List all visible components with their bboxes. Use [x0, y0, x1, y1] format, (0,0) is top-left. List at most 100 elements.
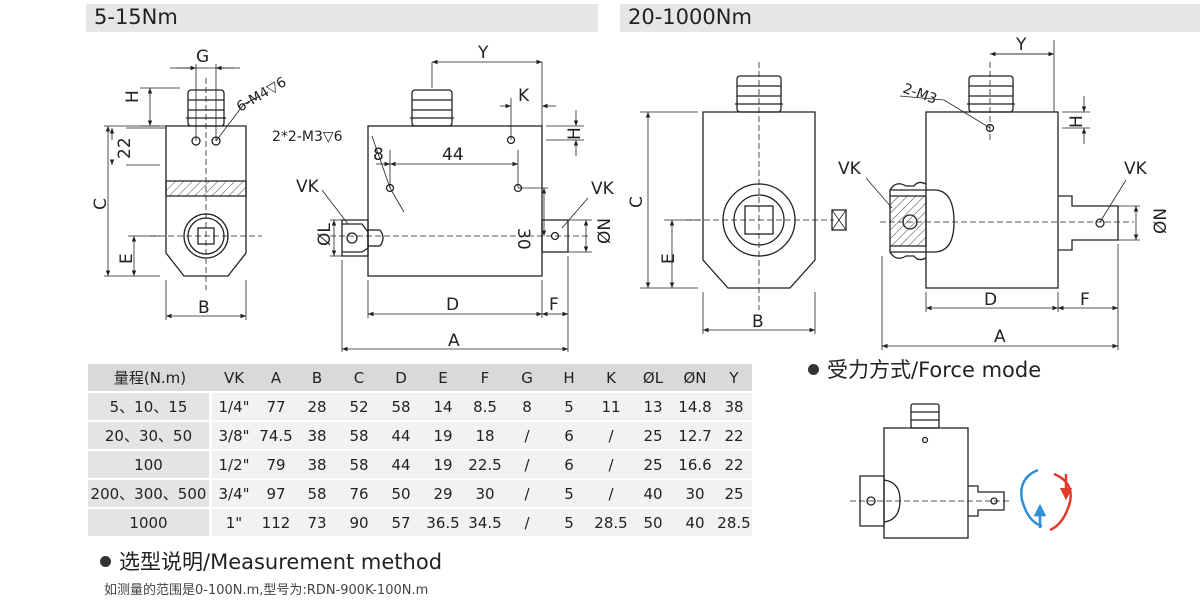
table-cell: / — [506, 422, 548, 451]
table-cell-range: 5、10、15 — [88, 393, 212, 422]
table-cell: / — [590, 422, 632, 451]
label-F-large: F — [1080, 290, 1090, 310]
table-cell: 38 — [716, 393, 752, 422]
table-cell: 22.5 — [464, 451, 506, 480]
label-F-small: F — [549, 295, 559, 315]
label-A-large: A — [994, 327, 1006, 347]
table-cell-range: 200、300、500 — [88, 480, 212, 509]
table-cell: / — [506, 480, 548, 509]
table-cell: 5 — [548, 393, 590, 422]
table-cell: 74.5 — [256, 422, 296, 451]
measurement-title: 选型说明/Measurement method — [119, 550, 443, 574]
table-cell: 97 — [256, 480, 296, 509]
table-cell: 58 — [338, 422, 380, 451]
table-cell: 22 — [716, 422, 752, 451]
measurement-note: 如测量的范围是0-100N.m,型号为:RDN-900K-100N.m — [104, 583, 429, 598]
table-header: ØL — [632, 364, 674, 393]
small-sensor-front-view — [321, 59, 592, 352]
dimension-table: 量程(N.m) VK A B C D E F G H K ØL ØN Y 5、1… — [88, 364, 752, 538]
table-cell: / — [590, 451, 632, 480]
label-8: 8 — [373, 145, 384, 165]
table-cell: 44 — [380, 422, 422, 451]
table-header: B — [296, 364, 338, 393]
table-cell: 28.5 — [716, 509, 752, 538]
table-header: A — [256, 364, 296, 393]
table-cell: / — [506, 451, 548, 480]
table-row: 200、300、500 3/4" 97 58 76 50 29 30 / 5 /… — [88, 480, 752, 509]
label-D-small: D — [446, 295, 459, 315]
table-cell: 1/2" — [212, 451, 256, 480]
table-cell: 77 — [256, 393, 296, 422]
table-cell: 52 — [338, 393, 380, 422]
rotation-arrows — [1020, 468, 1073, 532]
label-VK-small-right: VK — [591, 179, 615, 199]
table-cell: 73 — [296, 509, 338, 538]
table-cell: 38 — [296, 422, 338, 451]
table-row: 20、30、50 3/8" 74.5 38 58 44 19 18 / 6 / … — [88, 422, 752, 451]
label-Y-small: Y — [477, 43, 489, 63]
table-cell-range: 1000 — [88, 509, 212, 538]
table-cell: 50 — [632, 509, 674, 538]
table-cell: 112 — [256, 509, 296, 538]
label-2x2-M3: 2*2-M3▽6 — [272, 129, 343, 145]
table-cell: / — [590, 480, 632, 509]
bullet-icon — [808, 363, 819, 375]
table-cell: 5 — [548, 509, 590, 538]
small-sensor-side-view — [104, 64, 262, 320]
table-cell: 5 — [548, 480, 590, 509]
label-VK-large-right: VK — [1124, 159, 1148, 179]
table-cell: 19 — [422, 422, 464, 451]
table-cell: 18 — [464, 422, 506, 451]
table-cell: 6 — [548, 451, 590, 480]
label-H-small-front: H — [565, 127, 585, 140]
table-cell: 1/4" — [212, 393, 256, 422]
label-VK-small-left: VK — [296, 177, 320, 197]
table-row: 1000 1" 112 73 90 57 36.5 34.5 / 5 28.5 … — [88, 509, 752, 538]
table-cell: 58 — [338, 451, 380, 480]
label-C-large: C — [627, 196, 647, 208]
table-cell: 36.5 — [422, 509, 464, 538]
label-30: 30 — [513, 228, 533, 250]
table-cell: 76 — [338, 480, 380, 509]
table-header: 量程(N.m) — [88, 364, 212, 393]
table-cell: 25 — [716, 480, 752, 509]
table-cell: 90 — [338, 509, 380, 538]
label-ON-large: ØN — [1151, 208, 1171, 234]
table-cell: / — [506, 509, 548, 538]
table-cell-range: 100 — [88, 451, 212, 480]
large-sensor-front-view — [865, 40, 1140, 350]
table-cell: 58 — [296, 480, 338, 509]
table-header: ØN — [674, 364, 716, 393]
table-cell: 28 — [296, 393, 338, 422]
large-sensor-side-view — [640, 62, 847, 334]
table-cell: 16.6 — [674, 451, 716, 480]
table-cell: 25 — [632, 451, 674, 480]
table-cell: 40 — [632, 480, 674, 509]
header-right-title: 20-1000Nm — [628, 5, 752, 29]
table-cell: 57 — [380, 509, 422, 538]
label-22: 22 — [115, 137, 135, 159]
label-Y-large: Y — [1015, 35, 1027, 55]
label-44: 44 — [442, 145, 464, 165]
table-cell: 38 — [296, 451, 338, 480]
table-cell: 13 — [632, 393, 674, 422]
table-cell: 22 — [716, 451, 752, 480]
table-header: G — [506, 364, 548, 393]
table-header: D — [380, 364, 422, 393]
label-C-small: C — [91, 198, 111, 210]
force-mode-title: 受力方式/Force mode — [827, 358, 1042, 382]
table-cell-range: 20、30、50 — [88, 422, 212, 451]
label-B-large: B — [752, 312, 764, 332]
table-cell: 29 — [422, 480, 464, 509]
table-header: E — [422, 364, 464, 393]
table-cell: 25 — [632, 422, 674, 451]
table-cell: 19 — [422, 451, 464, 480]
table-cell: 58 — [380, 393, 422, 422]
table-cell: 79 — [256, 451, 296, 480]
label-OL-small: ØL — [315, 223, 335, 246]
label-6-M4: 6-M4▽6 — [234, 74, 289, 115]
table-cell: 1" — [212, 509, 256, 538]
table-cell: 30 — [464, 480, 506, 509]
table-header-row: 量程(N.m) VK A B C D E F G H K ØL ØN Y — [88, 364, 752, 393]
